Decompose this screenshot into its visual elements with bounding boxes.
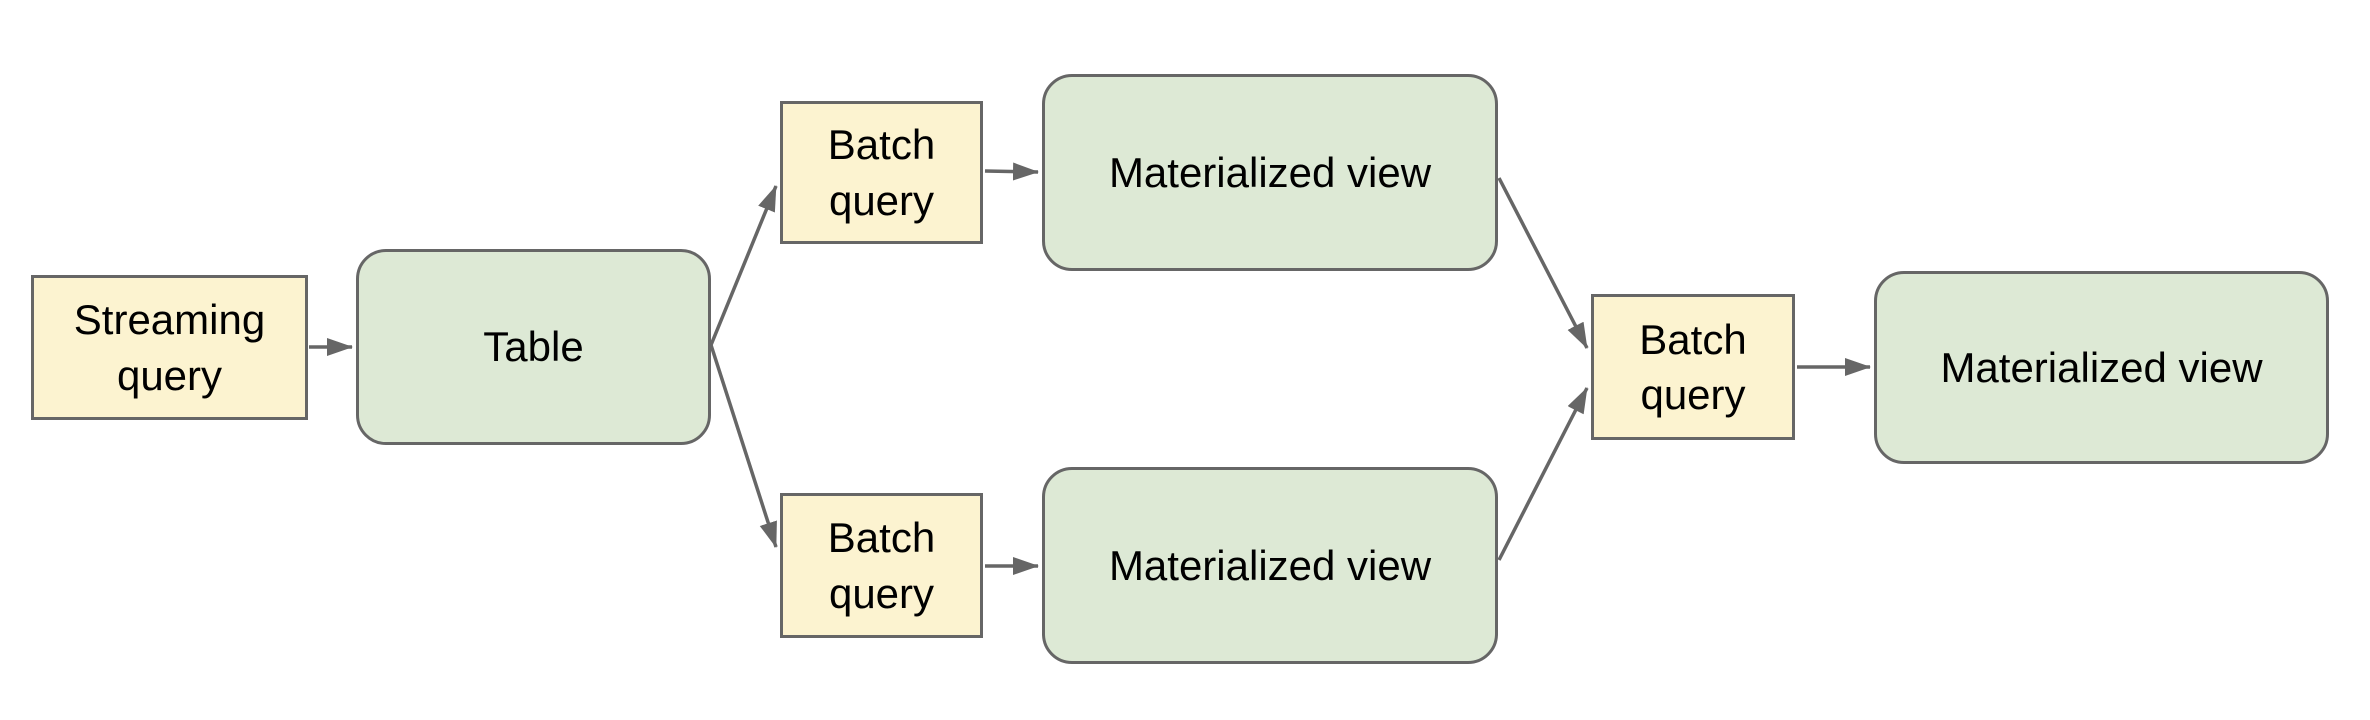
node-materialized-view-right-label: Materialized view xyxy=(1940,343,2263,391)
connector-materialized_view_top-to-batch_query_right xyxy=(1497,177,1589,349)
node-streaming-query-label: Streaming query xyxy=(73,296,266,399)
node-materialized-view-top: Materialized view xyxy=(1042,74,1498,271)
connector-table-to-batch_query_top xyxy=(709,185,778,346)
node-batch-query-right: Batch query xyxy=(1591,294,1795,440)
node-materialized-view-top-label: Materialized view xyxy=(1108,148,1432,196)
node-materialized-view-bottom: Materialized view xyxy=(1042,467,1498,664)
node-table-label: Table xyxy=(483,323,584,371)
node-streaming-query: Streaming query xyxy=(31,275,308,420)
node-materialized-view-bottom-label: Materialized view xyxy=(1108,541,1432,589)
node-batch-query-bottom: Batch query xyxy=(780,493,983,638)
node-table: Table xyxy=(356,249,711,445)
node-batch-query-top-label: Batch query xyxy=(827,121,936,224)
node-materialized-view-right: Materialized view xyxy=(1874,271,2329,464)
connector-batch_query_top-to-materialized_view_top xyxy=(984,162,1039,181)
connector-table-to-batch_query_bottom xyxy=(709,344,778,548)
node-batch-query-top: Batch query xyxy=(780,101,983,244)
node-batch-query-right-label: Batch query xyxy=(1639,315,1747,418)
node-batch-query-bottom-label: Batch query xyxy=(827,514,936,617)
connector-materialized_view_bottom-to-batch_query_right xyxy=(1497,387,1589,561)
